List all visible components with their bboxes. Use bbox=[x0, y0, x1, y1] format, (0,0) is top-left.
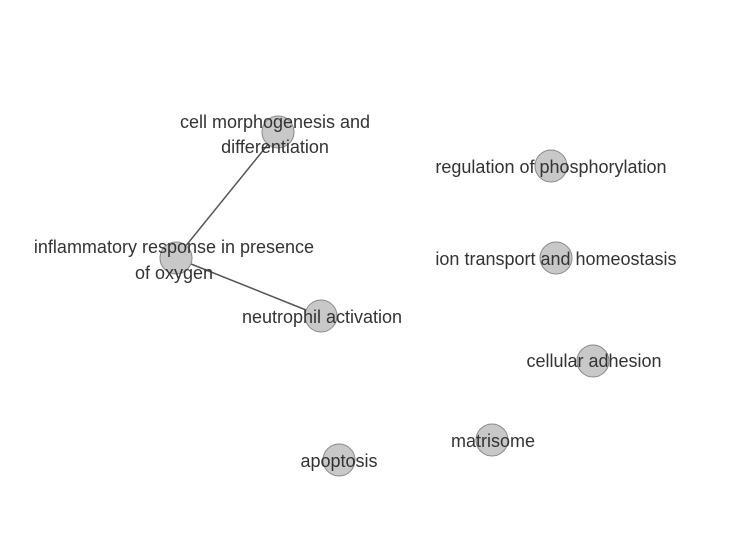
node-apoptosis[interactable]: apoptosis bbox=[300, 443, 378, 477]
node-layer: cell morphogenesis and differentiation reg… bbox=[34, 112, 677, 477]
node-circle[interactable] bbox=[576, 344, 610, 378]
node-circle[interactable] bbox=[322, 443, 356, 477]
node-label-line: matrisome bbox=[451, 431, 535, 451]
edge-inflammatory-response-to-neutrophil-activation bbox=[175, 257, 322, 317]
node-label: apoptosis bbox=[300, 451, 377, 471]
node-label: regulation of phosphorylation bbox=[435, 157, 666, 177]
node-ion-transport[interactable]: ion transport and homeostasis bbox=[435, 241, 677, 275]
node-label: cellular adhesion bbox=[526, 351, 661, 371]
node-label-line: cell morphogenesis and bbox=[180, 112, 370, 132]
node-label: ion transport and homeostasis bbox=[435, 249, 676, 269]
node-circle[interactable] bbox=[534, 149, 568, 183]
node-label: neutrophil activation bbox=[242, 307, 402, 327]
node-circle[interactable] bbox=[159, 241, 193, 275]
node-label-line: regulation of phosphorylation bbox=[435, 157, 666, 177]
node-cell-morphogenesis[interactable]: cell morphogenesis and differentiation bbox=[180, 112, 370, 157]
node-circle[interactable] bbox=[475, 423, 509, 457]
node-cellular-adhesion[interactable]: cellular adhesion bbox=[526, 344, 662, 378]
edge-layer bbox=[175, 131, 322, 317]
node-label-line: cellular adhesion bbox=[526, 351, 661, 371]
node-circle[interactable] bbox=[539, 241, 573, 275]
node-label-line: neutrophil activation bbox=[242, 307, 402, 327]
node-circle[interactable] bbox=[261, 115, 295, 149]
node-label-line: of oxygen bbox=[135, 263, 213, 283]
node-label-line: inflammatory response in presence bbox=[34, 237, 314, 257]
node-label-line: apoptosis bbox=[300, 451, 377, 471]
node-inflammatory-response[interactable]: inflammatory response in presence of oxyg… bbox=[34, 237, 314, 283]
node-label-line: ion transport and homeostasis bbox=[435, 249, 676, 269]
edge-inflammatory-response-to-cell-morphogenesis bbox=[175, 131, 279, 259]
node-label-line: differentiation bbox=[221, 137, 329, 157]
node-neutrophil-activation[interactable]: neutrophil activation bbox=[242, 299, 402, 333]
node-label: cell morphogenesis and differentiation bbox=[180, 112, 370, 157]
node-regulation-phosphorylation[interactable]: regulation of phosphorylation bbox=[435, 149, 667, 183]
node-circle[interactable] bbox=[304, 299, 338, 333]
node-label: matrisome bbox=[451, 431, 535, 451]
node-label: inflammatory response in presence of oxyg… bbox=[34, 237, 314, 283]
node-matrisome[interactable]: matrisome bbox=[451, 423, 535, 457]
